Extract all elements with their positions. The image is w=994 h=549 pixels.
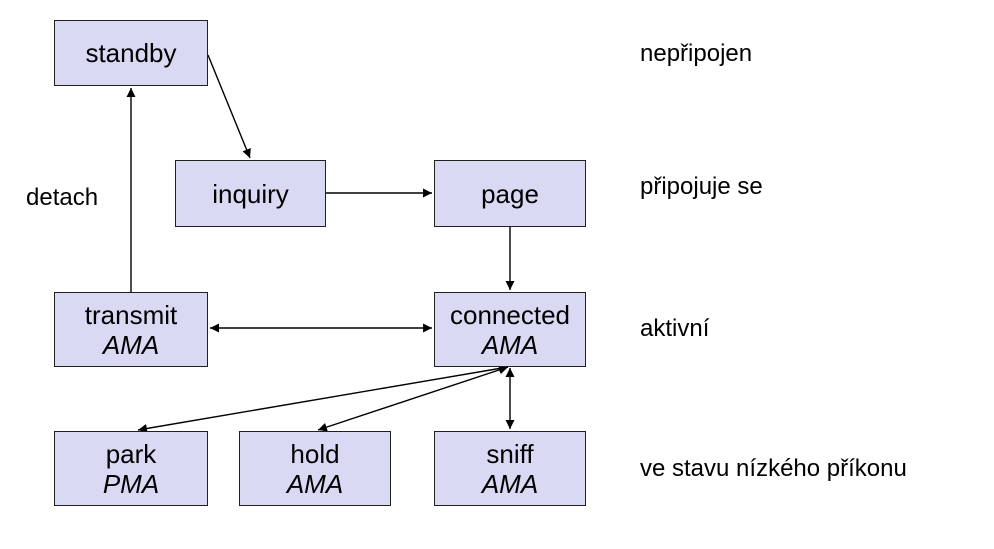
- state-sniff-address: AMA: [481, 468, 539, 499]
- state-sniff: sniff AMA: [434, 431, 586, 506]
- state-transmit: transmit AMA: [54, 292, 208, 367]
- row-label-disconnected: nepřipojen: [640, 40, 753, 67]
- state-connected-address: AMA: [481, 329, 539, 360]
- edge-connected-hold: [317, 365, 509, 432]
- state-hold-name: hold: [290, 438, 340, 469]
- state-connected-name: connected: [450, 299, 570, 330]
- row-label-connecting: připojuje se: [640, 173, 763, 200]
- state-standby: standby: [54, 20, 208, 86]
- edge-connected-park: [137, 364, 509, 433]
- state-page: page: [434, 160, 586, 227]
- row-label-active: aktivní: [640, 315, 710, 342]
- state-park: park PMA: [54, 431, 208, 506]
- state-hold-address: AMA: [286, 468, 344, 499]
- edge-label-detach: detach: [26, 184, 99, 211]
- state-standby-name: standby: [85, 38, 177, 68]
- state-page-name: page: [481, 178, 539, 209]
- edge-standby-to-inquiry: [207, 54, 251, 159]
- state-hold: hold AMA: [239, 431, 391, 506]
- state-inquiry: inquiry: [175, 160, 326, 227]
- state-park-address: PMA: [102, 468, 160, 499]
- state-transmit-address: AMA: [102, 329, 160, 360]
- state-connected: connected AMA: [434, 292, 586, 367]
- state-inquiry-name: inquiry: [212, 178, 289, 209]
- state-park-name: park: [105, 438, 157, 469]
- state-transmit-name: transmit: [84, 299, 178, 330]
- state-sniff-name: sniff: [486, 438, 534, 469]
- row-label-low-power: ve stavu nízkého příkonu: [640, 455, 907, 482]
